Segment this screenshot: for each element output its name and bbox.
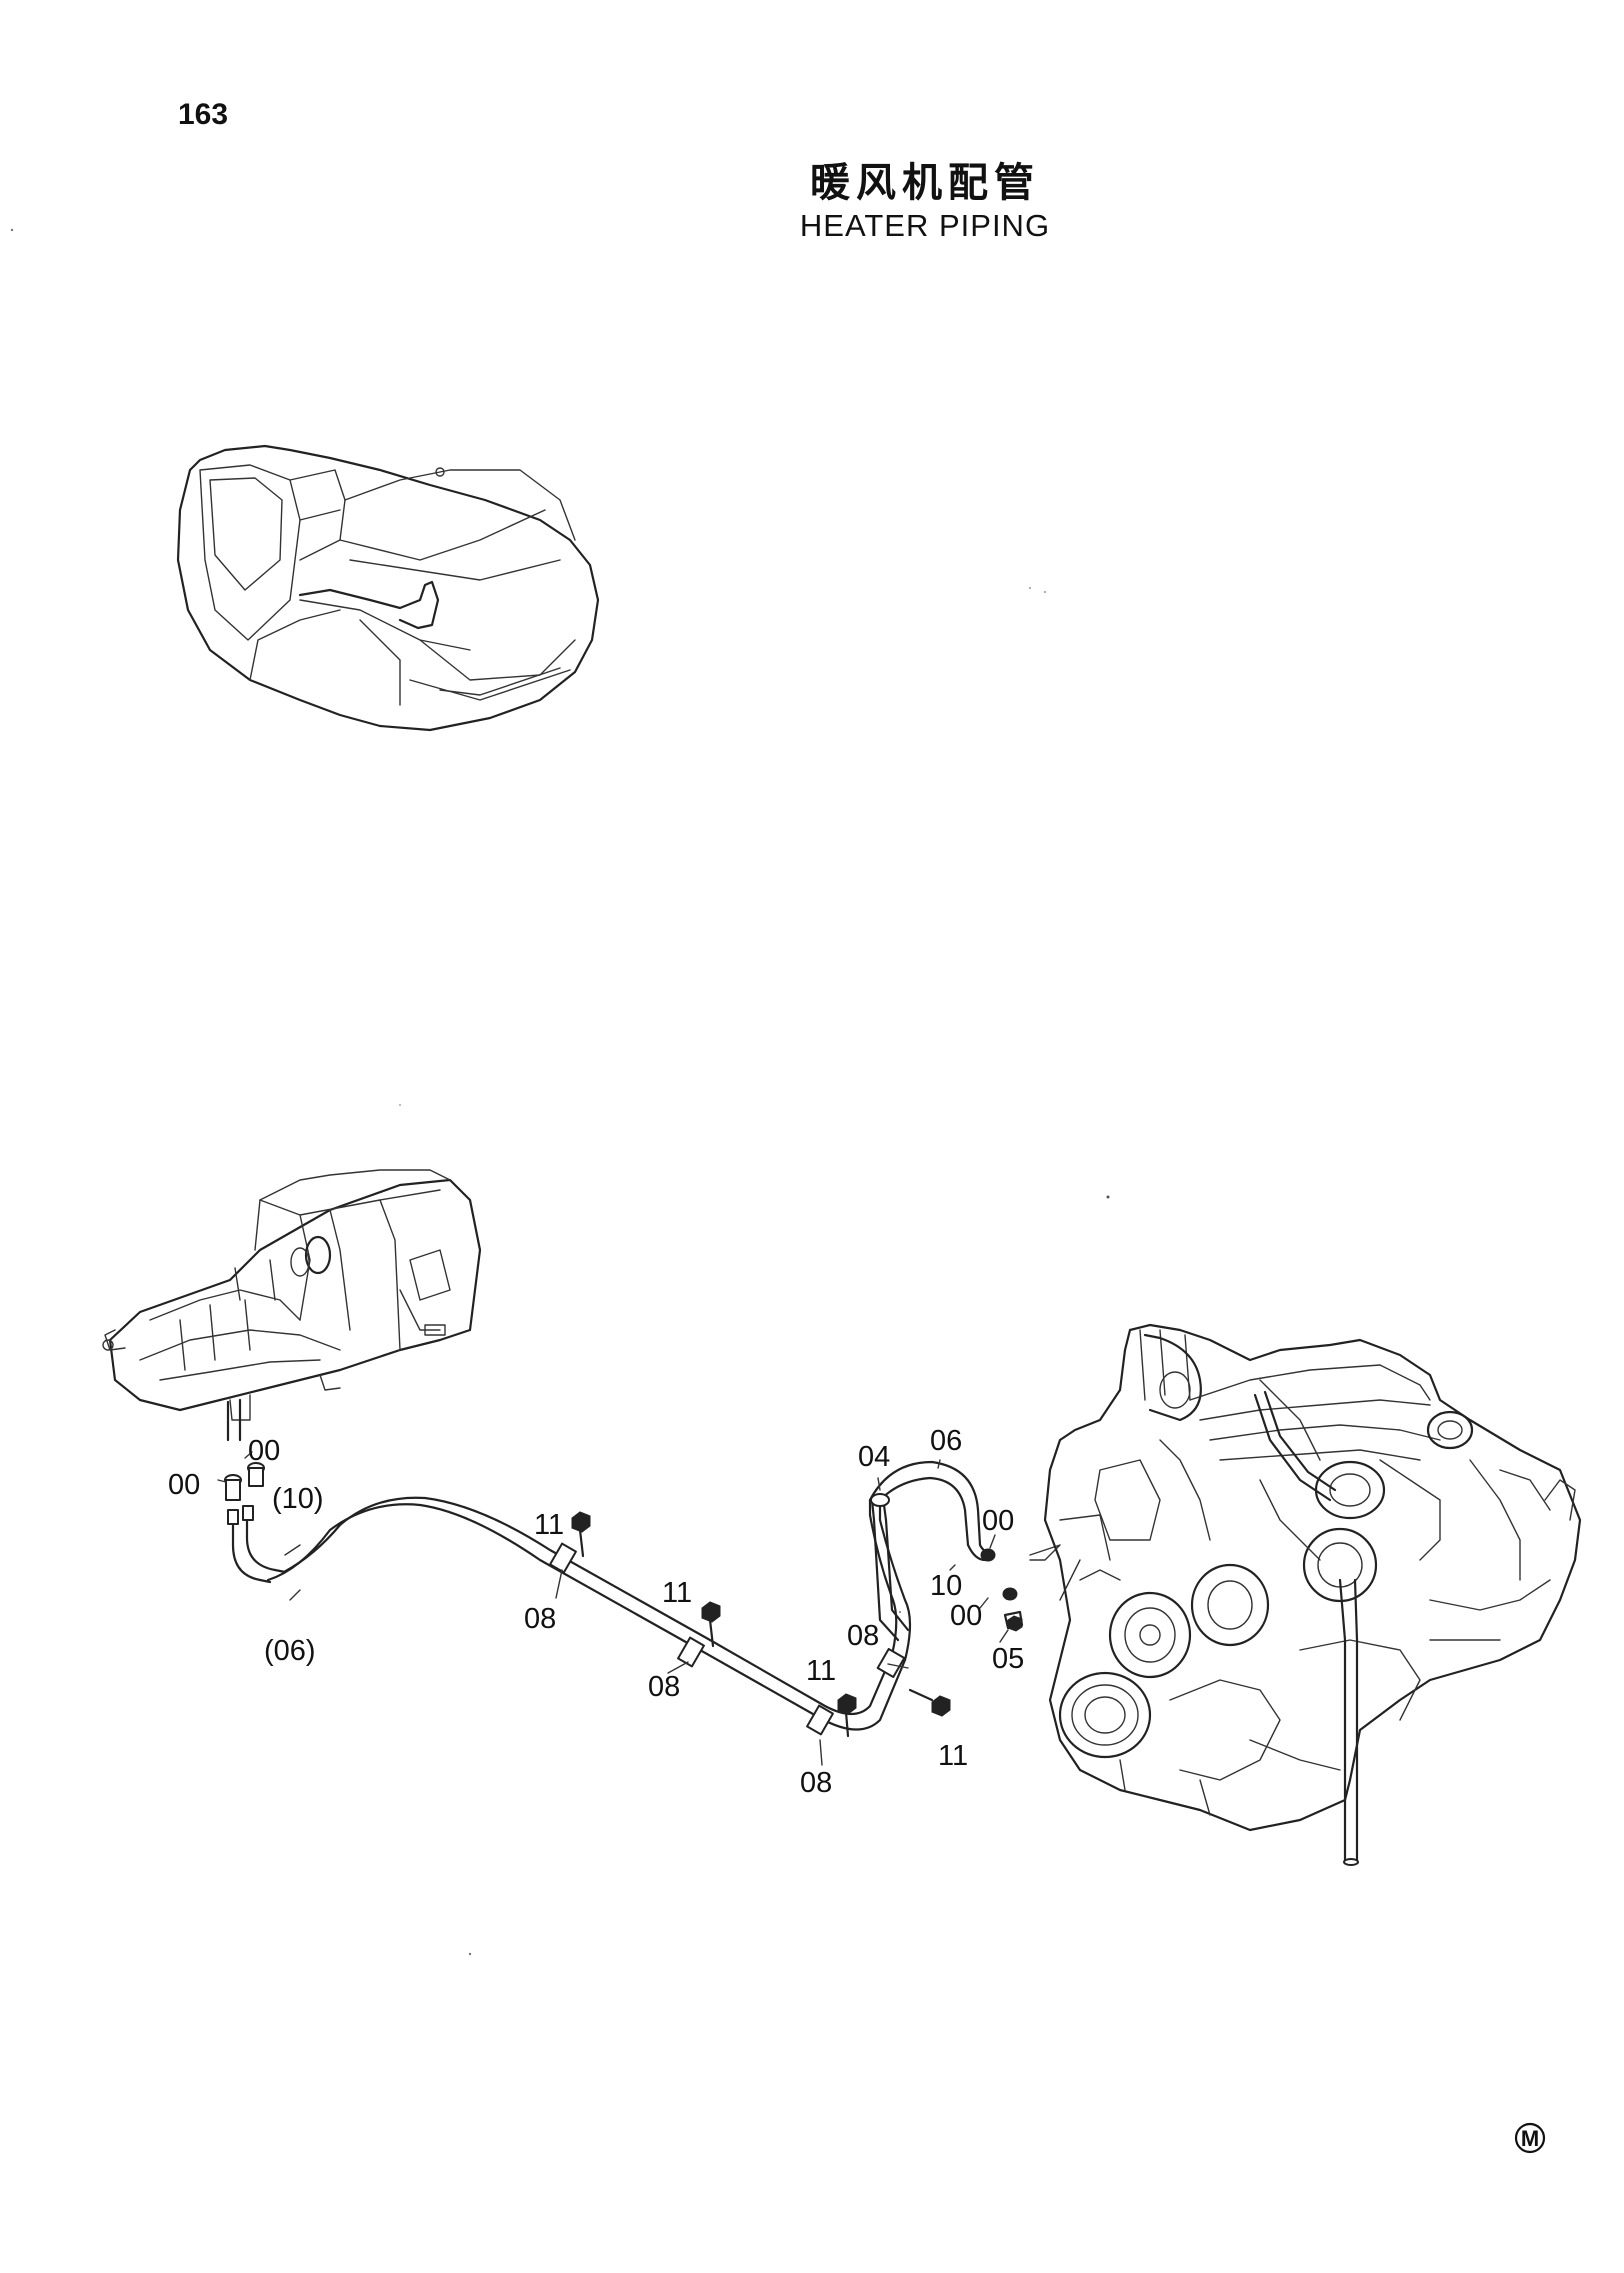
callout-labels: 00 00 (10) (06) 11 08 11 08 11 08 08 11 … <box>168 1425 1024 1799</box>
page-title-chinese: 暖风机配管 <box>810 160 1040 206</box>
callout-00: 00 <box>982 1505 1014 1537</box>
callout-11: 11 <box>662 1577 692 1609</box>
callout-11: 11 <box>534 1509 564 1541</box>
callout-08: 08 <box>524 1603 556 1635</box>
callout-10: (10) <box>272 1483 324 1515</box>
callout-11: 11 <box>938 1740 968 1772</box>
callout-06: (06) <box>264 1635 316 1667</box>
bolt-11 <box>701 1601 721 1648</box>
bolt-11 <box>908 1688 951 1717</box>
callout-06: 06 <box>930 1425 962 1457</box>
page-title-english: HEATER PIPING <box>799 208 1051 243</box>
callout-05: 05 <box>992 1643 1024 1675</box>
callout-00: 00 <box>248 1435 280 1467</box>
bolt-11 <box>837 1693 857 1738</box>
callout-08: 08 <box>648 1671 680 1703</box>
callout-00: 00 <box>168 1469 200 1501</box>
heater-hose-routing <box>217 1451 1061 1766</box>
callout-08: 08 <box>847 1620 879 1652</box>
callout-08: 08 <box>800 1767 832 1799</box>
excavator-overview-illustration <box>176 444 600 732</box>
engine-illustration <box>1043 1323 1582 1866</box>
callout-04: 04 <box>858 1441 890 1473</box>
callout-00: 00 <box>950 1600 982 1632</box>
bolt-11 <box>571 1511 591 1558</box>
heater-unit-illustration <box>102 1169 482 1442</box>
callout-10: 10 <box>930 1570 962 1602</box>
manufacturer-mark-letter: M <box>1521 2126 1539 2151</box>
page-number: 163 <box>178 98 229 131</box>
manufacturer-mark: M <box>1514 2122 1546 2154</box>
scan-specks <box>10 228 1110 1956</box>
callout-11: 11 <box>806 1655 836 1687</box>
